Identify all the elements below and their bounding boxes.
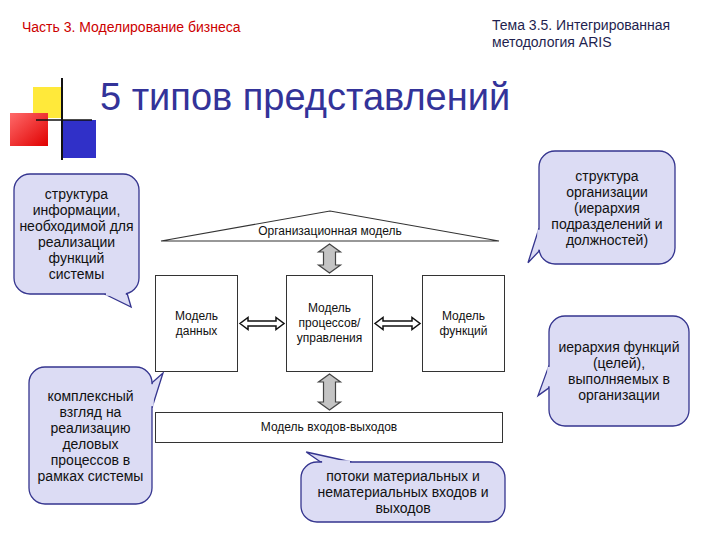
red-square <box>10 113 48 146</box>
callout-seam <box>547 367 551 386</box>
slide-title: 5 типов представлений <box>100 76 510 119</box>
node-text: Модель процессов/ управления <box>291 301 368 346</box>
node-text: комплексный взгляд на реализацию деловых… <box>34 388 147 484</box>
topic-label: Тема 3.5. Интегрированная методология AR… <box>492 17 712 51</box>
callout-body <box>14 174 139 294</box>
node-text: структура организации (иерархия подразде… <box>544 168 670 248</box>
double-arrow <box>240 318 284 330</box>
block-arrow <box>319 244 341 273</box>
node-text: потоки материальных и нематериальных вхо… <box>308 468 498 516</box>
node-text: Модель данных <box>160 309 233 339</box>
callout-body <box>539 151 675 264</box>
deco-line <box>61 78 63 160</box>
callout-tail <box>528 228 539 263</box>
model-box: Модель функций <box>422 275 505 372</box>
callout-body <box>29 367 152 504</box>
callout-seam <box>322 460 350 464</box>
model-band: Модель входов-выходов <box>155 412 503 443</box>
callout: структура организации (иерархия подразде… <box>538 150 676 265</box>
callout-seam <box>150 384 154 406</box>
block-arrow <box>319 374 341 410</box>
org-model-roof: Организационная модель <box>160 210 500 242</box>
callout-seam <box>537 230 541 250</box>
callout-seam <box>106 292 126 296</box>
callout-body <box>549 316 689 426</box>
node-text: структура информации, необходимой для ре… <box>19 186 134 282</box>
node-text: Организационная модель <box>258 224 402 239</box>
callout-tail <box>104 294 131 307</box>
callout: потоки материальных и нематериальных вхо… <box>300 461 506 523</box>
node-text: Модель входов-выходов <box>261 420 397 435</box>
callout-tail <box>152 373 163 408</box>
model-box: Модель данных <box>155 275 238 372</box>
callout-tail <box>306 452 351 462</box>
node-text: Модель функций <box>427 309 500 339</box>
blue-square <box>62 120 96 158</box>
callout: структура информации, необходимой для ре… <box>13 173 140 295</box>
callout-tail <box>538 365 549 395</box>
callout: иерархия функций (целей), выполняемых в … <box>548 315 690 427</box>
section-label: Часть 3. Моделирование бизнеса <box>22 19 322 36</box>
node-text: иерархия функций (целей), выполняемых в … <box>554 339 684 403</box>
double-arrow <box>375 318 420 330</box>
triangle-outline <box>161 211 499 241</box>
callout-body <box>301 462 505 522</box>
callout: комплексный взгляд на реализацию деловых… <box>28 366 153 505</box>
model-box: Модель процессов/ управления <box>286 275 373 372</box>
deco-line <box>36 119 92 121</box>
